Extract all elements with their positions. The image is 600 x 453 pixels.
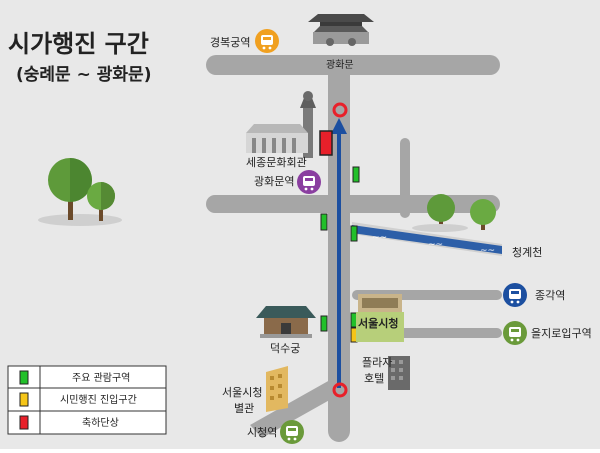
train-icon xyxy=(503,283,527,307)
viewing-area-marker xyxy=(350,225,358,242)
tree-icon xyxy=(412,194,496,232)
train-icon xyxy=(280,420,304,444)
label-cheonggyecheon: 청계천 xyxy=(512,245,542,259)
viewing-area-marker xyxy=(320,213,328,231)
route-arrow-head xyxy=(331,118,347,134)
legend-swatch-stage xyxy=(19,415,29,430)
legend-label-stage: 축하단상 xyxy=(82,416,119,429)
celebration-stage-marker xyxy=(319,130,333,156)
viewing-area-marker xyxy=(352,166,360,183)
road-south-west xyxy=(250,380,342,438)
deoksugung-gate-icon xyxy=(256,306,316,338)
legend: 주요 관람구역 시민행진 진입구간 축하단상 xyxy=(7,365,167,435)
viewing-area-marker xyxy=(320,315,328,332)
label-city-hall-annex-line1: 서울시청 xyxy=(222,386,262,399)
svg-text:~~: ~~ xyxy=(428,240,443,250)
label-gyeongbokgung-station: 경복궁역 xyxy=(210,36,250,49)
parade-route xyxy=(331,118,347,388)
label-seoul-city-hall: 서울시청 xyxy=(358,316,398,330)
label-jonggak-station: 종각역 xyxy=(535,289,565,302)
map-title: 시가행진 구간 xyxy=(8,30,149,58)
label-gwanghwamun: 광화문 xyxy=(326,59,354,71)
gwanghwamun-gate-icon xyxy=(308,14,374,46)
label-city-hall-annex-line2: 별관 xyxy=(234,402,254,415)
plaza-hotel-building-icon xyxy=(388,356,410,390)
label-sejong-center: 세종문화회관 xyxy=(246,156,307,169)
circle-marker-icon xyxy=(332,102,348,118)
label-euljiro-station: 을지로입구역 xyxy=(531,327,592,340)
map-subtitle: (숭례문 ~ 광화문) xyxy=(16,65,151,85)
train-icon xyxy=(255,29,279,53)
legend-label-viewing: 주요 관람구역 xyxy=(72,371,130,384)
sejong-center-building-icon xyxy=(246,124,308,153)
svg-text:~~: ~~ xyxy=(372,233,387,243)
road-side-north xyxy=(400,138,410,218)
circle-marker-icon xyxy=(332,382,348,398)
legend-label-entry: 시민행진 진입구간 xyxy=(60,393,137,406)
label-plaza-hotel-line1: 플라자 xyxy=(362,356,392,369)
road-gwanghwamun xyxy=(206,55,500,75)
city-hall-annex-building-icon xyxy=(266,366,288,412)
label-deoksugung: 덕수궁 xyxy=(270,342,300,355)
tree-icon xyxy=(38,158,122,226)
city-hall-building-icon xyxy=(356,294,404,342)
train-icon xyxy=(503,321,527,345)
label-gwanghwamun-station: 광화문역 xyxy=(254,175,294,188)
cheonggyecheon-stream: ~~ ~~ ~~ xyxy=(352,222,502,256)
label-plaza-hotel-line2: 호텔 xyxy=(364,372,384,385)
legend-swatch-entry xyxy=(19,392,29,407)
legend-swatch-viewing xyxy=(19,370,29,385)
svg-text:~~: ~~ xyxy=(480,246,495,256)
train-icon xyxy=(297,170,321,194)
road-jongno xyxy=(206,195,500,213)
label-city-hall-station: 시청역 xyxy=(247,426,277,439)
